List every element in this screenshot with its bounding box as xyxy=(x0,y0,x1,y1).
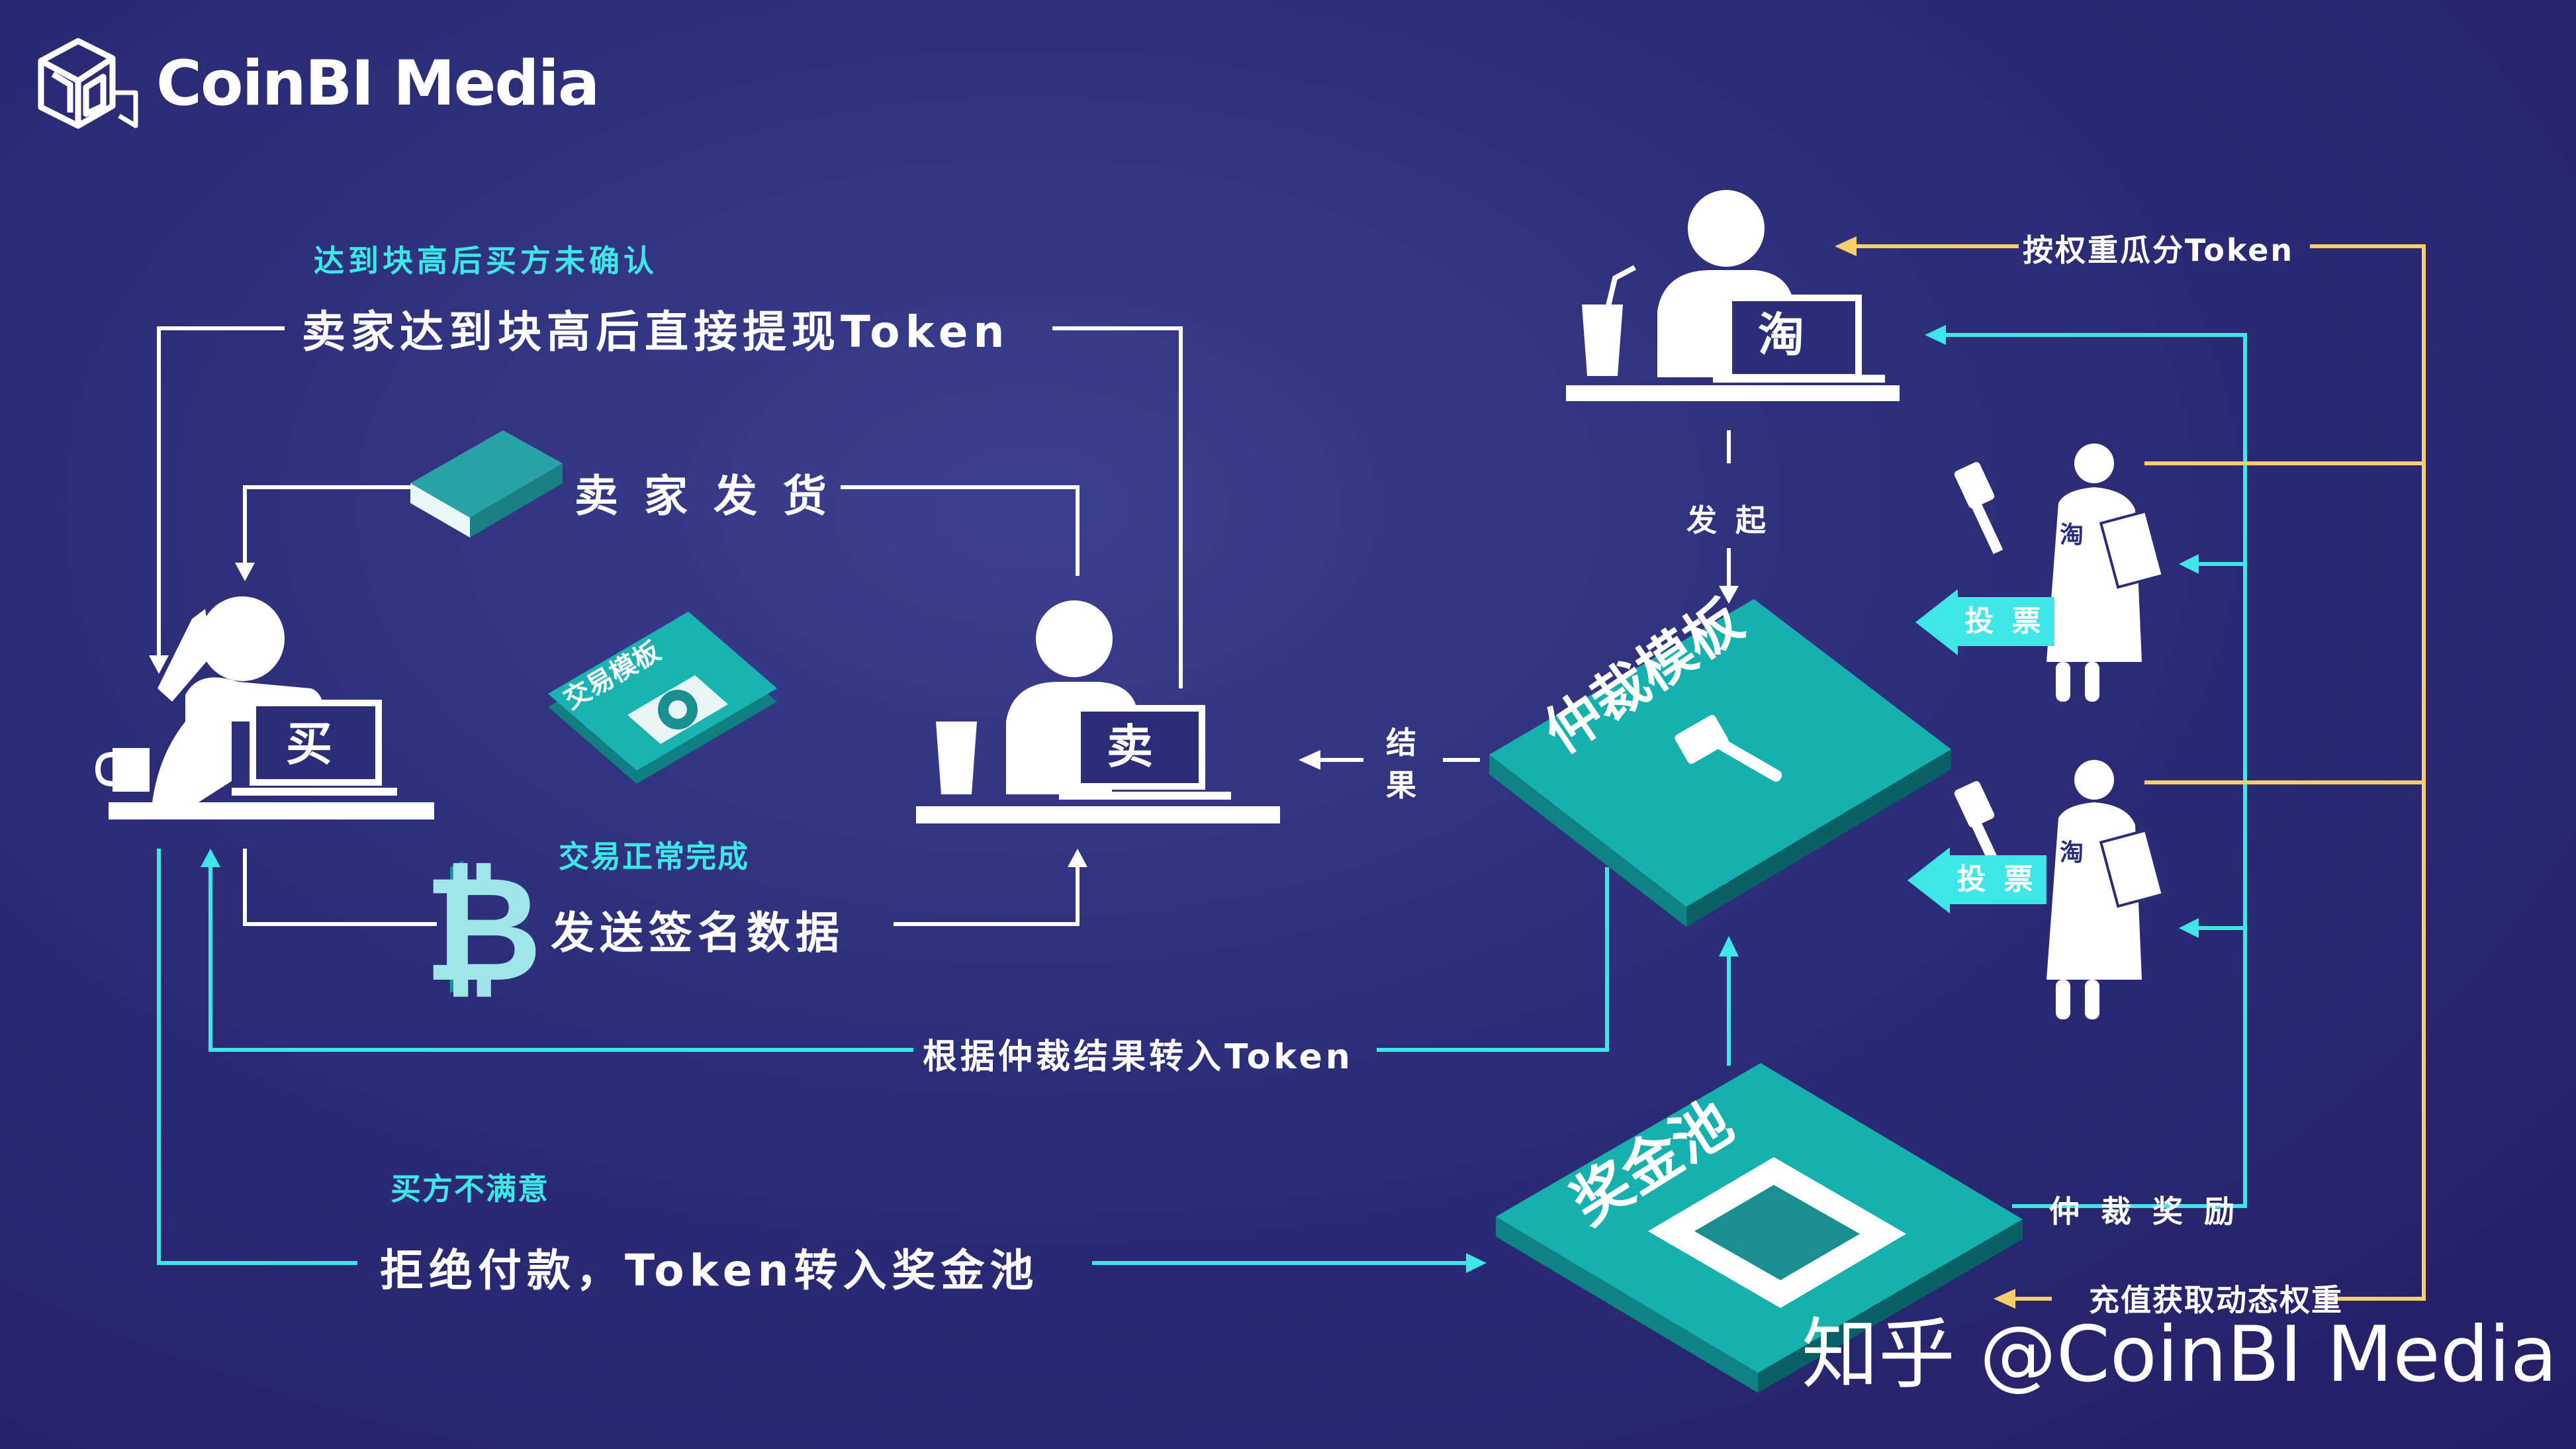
label-buyer-no-confirm: 达到块高后买方未确认 xyxy=(314,243,658,279)
judge-2-label: 淘 xyxy=(2060,839,2084,866)
label-transfer-by-result: 根据仲裁结果转入Token xyxy=(923,1037,1354,1077)
label-split-token: 按权重瓜分Token xyxy=(2023,232,2295,268)
judge-figure-2 xyxy=(1954,760,2165,1019)
label-result: 结 果 xyxy=(1386,725,1420,803)
buyer-figure xyxy=(95,596,434,819)
trade-template-card xyxy=(548,612,777,784)
taobao-figure xyxy=(1566,190,1900,401)
white-connectors xyxy=(149,326,1739,926)
judge-1-label: 淘 xyxy=(2060,522,2084,549)
brand-name: CoinBI Media xyxy=(156,48,600,120)
vote-arrow-icon xyxy=(1915,589,1958,655)
cyan-connectors xyxy=(157,325,2247,1273)
label-seller-ship: 卖 家 发 货 xyxy=(575,471,832,522)
label-recharge-weight: 充值获取动态权重 xyxy=(2089,1282,2343,1318)
label-initiate: 发 起 xyxy=(1686,502,1771,538)
judge-figure-1 xyxy=(1954,444,2165,702)
watermark: 知乎 @CoinBI Media xyxy=(1802,1310,2557,1399)
label-refuse-pay: 拒绝付款，Token转入奖金池 xyxy=(380,1245,1039,1296)
seller-figure xyxy=(916,600,1280,823)
book-icon xyxy=(410,430,563,538)
label-buyer-unhappy: 买方不满意 xyxy=(391,1171,549,1207)
taobao-label: 淘 xyxy=(1758,308,1804,362)
seller-label: 卖 xyxy=(1107,720,1153,774)
bitcoin-icon: ₿ xyxy=(424,845,542,1014)
vote-badge-1: 投 票 xyxy=(1915,589,2088,655)
buyer-label: 买 xyxy=(286,717,332,771)
yellow-connectors xyxy=(1835,236,2426,1309)
vote-badge-2: 投 票 xyxy=(1908,847,2080,913)
label-arbitration-reward: 仲 裁 奖 励 xyxy=(2049,1193,2240,1229)
vote-label-2: 投 票 xyxy=(1947,855,2047,904)
vote-arrow-icon xyxy=(1908,847,1950,913)
label-seller-withdraw: 卖家达到块高后直接提现Token xyxy=(302,306,1010,357)
label-trade-done: 交易正常完成 xyxy=(559,839,749,874)
coinbi-logo-icon xyxy=(38,38,138,129)
label-send-signature: 发送签名数据 xyxy=(551,908,845,958)
arbitration-template-card xyxy=(1489,599,1951,927)
svg-text:₿: ₿ xyxy=(424,845,542,1014)
vote-label-1: 投 票 xyxy=(1955,597,2054,646)
prize-pool-card xyxy=(1496,1063,2023,1393)
